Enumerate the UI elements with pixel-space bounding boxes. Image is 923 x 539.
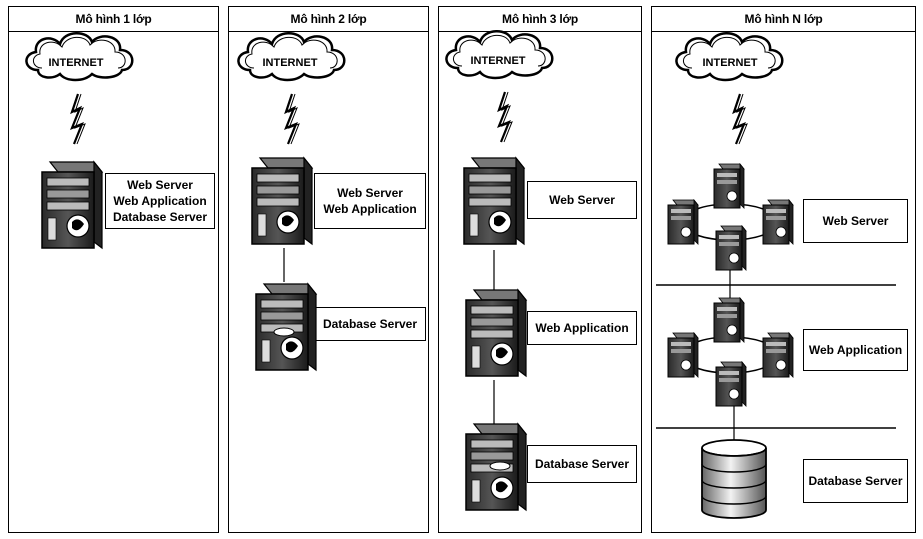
panel-1-tier: Mô hình 1 lớp Web Server Web Application… (8, 6, 219, 533)
database-cylinder-icon (701, 439, 767, 519)
server-tower-icon (713, 297, 745, 343)
database-server-icon (255, 283, 317, 371)
database-cylinder-icon (273, 327, 295, 337)
label-line: Database Server (112, 210, 208, 224)
lightning-link-icon (732, 92, 749, 146)
label-line: Web Application (808, 343, 903, 357)
panel-title: Mô hình 2 lớp (229, 7, 428, 32)
cloud-label: INTERNET (703, 57, 758, 69)
panel-title: Mô hình 3 lớp (439, 7, 641, 32)
panel-2-tier: Mô hình 2 lớp Web Server Web Application… (228, 6, 429, 533)
panel-title: Mô hình N lớp (652, 7, 915, 32)
label-line: Web Application (113, 194, 207, 208)
server-tower-icon (762, 332, 794, 378)
label-database-server: Database Server (527, 445, 637, 483)
label-line: Web Application (323, 202, 417, 216)
lightning-link-icon (70, 92, 87, 146)
label-web-server-app: Web Server Web Application (314, 173, 426, 229)
server-tower-icon (667, 199, 699, 245)
label-web-application: Web Application (803, 329, 908, 371)
internet-cloud-icon: INTERNET (25, 31, 134, 82)
label-line: Database Server (808, 474, 903, 488)
internet-cloud-icon: INTERNET (675, 31, 784, 82)
label-line: Web Server (549, 193, 615, 207)
label-line: Web Server (337, 186, 403, 200)
internet-cloud-icon: INTERNET (237, 31, 346, 82)
server-tower-icon (715, 225, 747, 271)
label-line: Web Application (535, 321, 629, 335)
label-web-server: Web Server (527, 181, 637, 219)
server-tower-icon (251, 157, 313, 245)
label-web-application: Web Application (527, 311, 637, 345)
label-web-db-server: Web Server Web Application Database Serv… (105, 173, 215, 229)
server-tower-icon (667, 332, 699, 378)
server-tower-icon (713, 163, 745, 209)
application-server-icon (465, 289, 527, 377)
panel-title: Mô hình 1 lớp (9, 7, 218, 32)
server-tower-icon (762, 199, 794, 245)
cloud-label: INTERNET (263, 57, 318, 69)
lightning-link-icon (497, 90, 514, 144)
label-database-server: Database Server (803, 459, 908, 503)
label-database-server: Database Server (314, 307, 426, 341)
cloud-label: INTERNET (471, 55, 526, 67)
label-line: Database Server (534, 457, 630, 471)
database-cylinder-icon (489, 461, 511, 471)
label-line: Web Server (127, 178, 193, 192)
server-tower-icon (463, 157, 525, 245)
label-line: Web Server (822, 214, 889, 228)
server-tower-icon (715, 361, 747, 407)
panel-n-tier: Mô hình N lớp Web Server Web Application… (651, 6, 916, 533)
server-tower-icon (41, 161, 103, 249)
cloud-label: INTERNET (49, 57, 104, 69)
lightning-link-icon (284, 92, 301, 146)
label-web-server: Web Server (803, 199, 908, 243)
internet-cloud-icon: INTERNET (445, 29, 554, 80)
label-line: Database Server (322, 317, 418, 331)
